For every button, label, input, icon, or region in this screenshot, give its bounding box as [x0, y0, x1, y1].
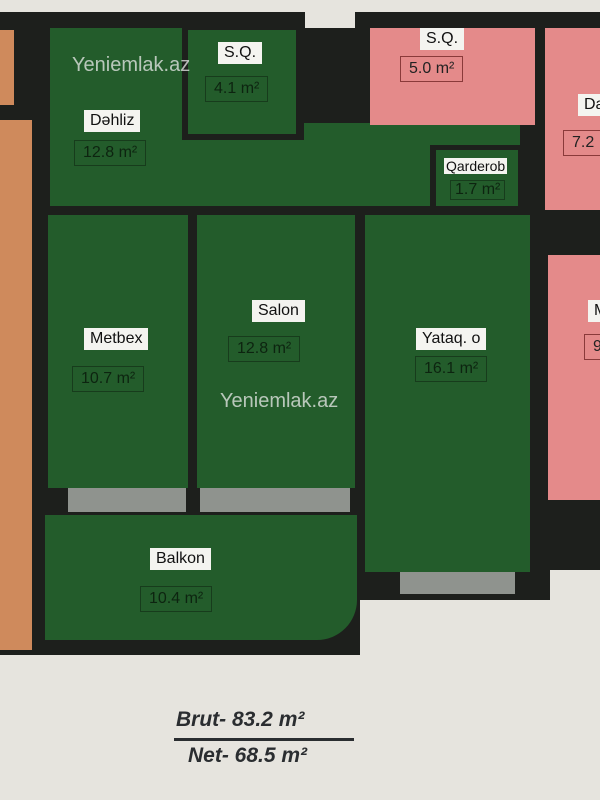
room-area: 4.1 m² [205, 76, 269, 102]
room-label: Metbex [84, 328, 149, 350]
neighbor-room-left [0, 30, 14, 105]
room-label: Balkon [150, 548, 211, 570]
room-area: 9. [584, 334, 600, 360]
net-area: Net- 68.5 m² [188, 744, 308, 767]
room-area: 12.8 m² [74, 140, 147, 166]
gross-area: Brut- 83.2 m² [176, 708, 305, 731]
room-area: 7.2 [563, 130, 600, 156]
neighbor-room-left [0, 120, 32, 650]
room-label: Salon [252, 300, 305, 322]
divider [174, 738, 354, 741]
room-label: Da [578, 94, 600, 116]
room-area: 10.4 m² [140, 586, 213, 612]
room-area: 5.0 m² [400, 56, 464, 82]
neighbor-room-right-2 [548, 255, 600, 500]
room-area: 12.8 m² [228, 336, 301, 362]
room-area: 10.7 m² [72, 366, 145, 392]
neighbor-room-right-1 [545, 28, 600, 210]
room-living [197, 215, 355, 488]
room-area: 1.7 m² [450, 180, 506, 200]
wall [300, 28, 372, 123]
room-kitchen [48, 215, 188, 488]
window [68, 488, 186, 512]
room-label: Yataq. o [416, 328, 487, 350]
room-label: S.Q. [218, 42, 263, 64]
room-label: S.Q. [420, 28, 465, 50]
room-label: Dəhliz [84, 110, 141, 132]
window [400, 572, 515, 594]
room-label: M [588, 300, 600, 322]
room-area: 16.1 m² [415, 356, 488, 382]
room-balcony [45, 515, 357, 640]
exterior [0, 655, 600, 675]
watermark: Yeniemlak.az [220, 390, 339, 412]
room-bedroom [365, 215, 530, 572]
watermark: Yeniemlak.az [72, 54, 191, 76]
window [200, 488, 350, 512]
room-label: Qarderob [444, 158, 508, 174]
